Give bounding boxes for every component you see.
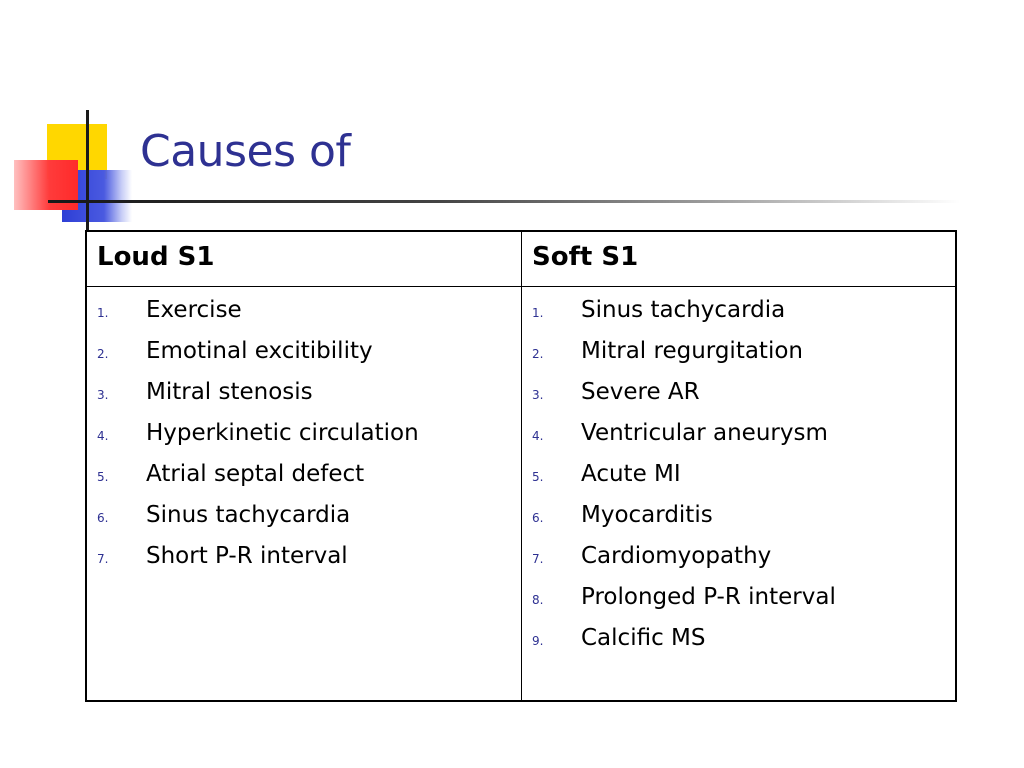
list-item: 7. Cardiomyopathy <box>522 543 955 584</box>
list-item: 3. Mitral stenosis <box>87 379 521 420</box>
list-item: 2. Mitral regurgitation <box>522 338 955 379</box>
list-item: 1. Exercise <box>87 297 521 338</box>
list-number: 2. <box>532 347 544 361</box>
list-number: 4. <box>532 429 544 443</box>
list-item: 9. Calcific MS <box>522 625 955 666</box>
list-number: 5. <box>97 470 109 484</box>
list-number: 3. <box>97 388 109 402</box>
soft-s1-cell: 1. Sinus tachycardia 2. Mitral regurgitati… <box>522 287 955 700</box>
list-number: 7. <box>97 552 109 566</box>
list-item: 2. Emotinal excitibility <box>87 338 521 379</box>
list-number: 6. <box>532 511 544 525</box>
column-header-loud-s1: Loud S1 <box>87 232 522 287</box>
list-number: 2. <box>97 347 109 361</box>
list-number: 3. <box>532 388 544 402</box>
slide-title: Causes of <box>140 126 351 177</box>
list-item: 5. Acute MI <box>522 461 955 502</box>
list-item-text: Myocarditis <box>581 502 713 528</box>
list-item-text: Hyperkinetic circulation <box>146 420 419 446</box>
logo-horizontal-line <box>48 200 118 203</box>
list-item-text: Short P-R interval <box>146 543 348 569</box>
list-item-text: Emotinal excitibility <box>146 338 373 364</box>
list-number: 1. <box>532 306 544 320</box>
list-item-text: Calcific MS <box>581 625 706 651</box>
list-item-text: Mitral stenosis <box>146 379 313 405</box>
list-item: 8. Prolonged P-R interval <box>522 584 955 625</box>
logo-vertical-line <box>86 110 89 230</box>
list-number: 7. <box>532 552 544 566</box>
list-item-text: Mitral regurgitation <box>581 338 803 364</box>
list-item-text: Atrial septal defect <box>146 461 365 487</box>
list-item: 4. Ventricular aneurysm <box>522 420 955 461</box>
loud-s1-list: 1. Exercise 2. Emotinal excitibility 3. Mit… <box>87 297 521 584</box>
column-header-soft-s1: Soft S1 <box>522 232 955 287</box>
soft-s1-list: 1. Sinus tachycardia 2. Mitral regurgitati… <box>522 297 955 666</box>
loud-s1-cell: 1. Exercise 2. Emotinal excitibility 3. Mit… <box>87 287 522 700</box>
list-number: 8. <box>532 593 544 607</box>
title-underline <box>88 200 960 203</box>
list-item: 6. Sinus tachycardia <box>87 502 521 543</box>
list-item-text: Ventricular aneurysm <box>581 420 828 446</box>
list-item: 7. Short P-R interval <box>87 543 521 584</box>
list-item-text: Cardiomyopathy <box>581 543 772 569</box>
list-number: 5. <box>532 470 544 484</box>
causes-table: Loud S1 Soft S1 1. Exercise 2. Emotinal ex… <box>85 230 957 702</box>
list-item-text: Exercise <box>146 297 242 323</box>
list-item: 1. Sinus tachycardia <box>522 297 955 338</box>
list-item-text: Prolonged P-R interval <box>581 584 836 610</box>
list-item: 4. Hyperkinetic circulation <box>87 420 521 461</box>
list-item: 6. Myocarditis <box>522 502 955 543</box>
list-number: 6. <box>97 511 109 525</box>
list-number: 9. <box>532 634 544 648</box>
list-item: 5. Atrial septal defect <box>87 461 521 502</box>
list-item-text: Acute MI <box>581 461 681 487</box>
list-item: 3. Severe AR <box>522 379 955 420</box>
list-item-text: Sinus tachycardia <box>146 502 351 528</box>
list-item-text: Sinus tachycardia <box>581 297 786 323</box>
list-number: 1. <box>97 306 109 320</box>
list-item-text: Severe AR <box>581 379 700 405</box>
list-number: 4. <box>97 429 109 443</box>
